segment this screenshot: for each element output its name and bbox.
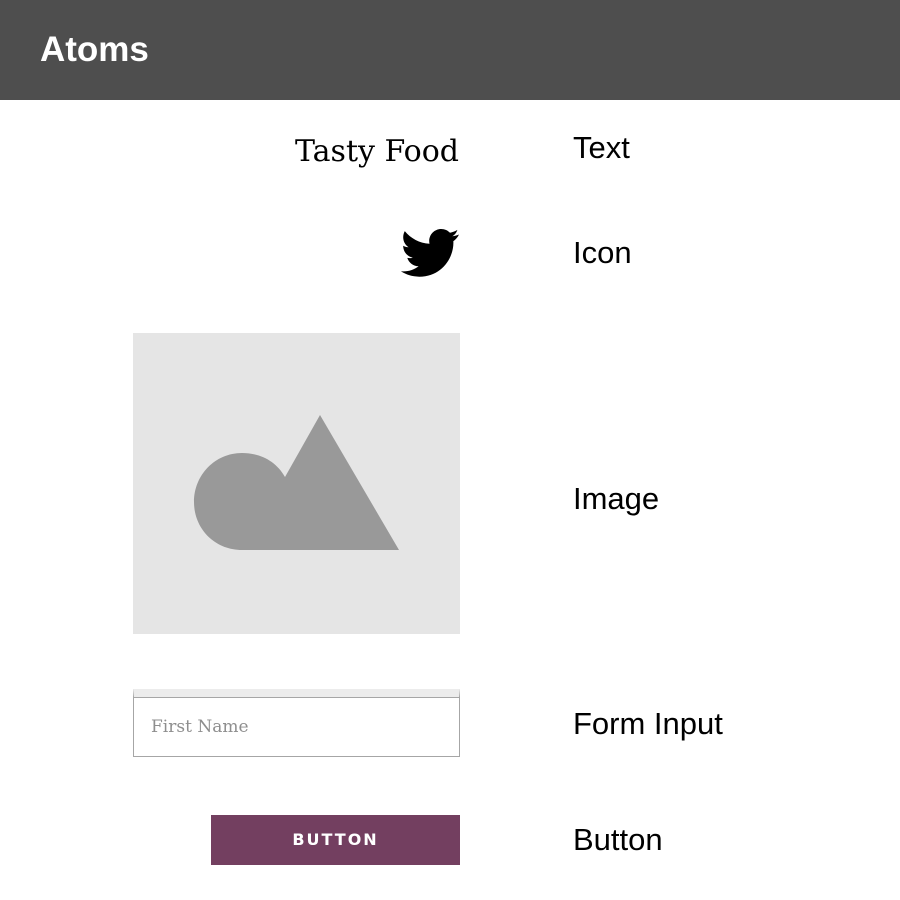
text-atom-label: Text xyxy=(573,130,630,165)
page-title: Atoms xyxy=(40,30,149,69)
icon-atom-label: Icon xyxy=(573,235,632,270)
image-atom-label: Image xyxy=(573,481,660,516)
image-placeholder xyxy=(133,333,460,634)
button-atom-label: Button xyxy=(573,822,663,857)
sample-button[interactable]: BUTTON xyxy=(211,815,460,865)
sample-text: Tasty Food xyxy=(294,134,459,169)
page-header: Atoms xyxy=(0,0,900,100)
image-placeholder-icon xyxy=(194,415,399,550)
form-input-atom-label: Form Input xyxy=(573,706,723,741)
first-name-input[interactable] xyxy=(133,689,460,757)
twitter-icon xyxy=(400,228,460,278)
